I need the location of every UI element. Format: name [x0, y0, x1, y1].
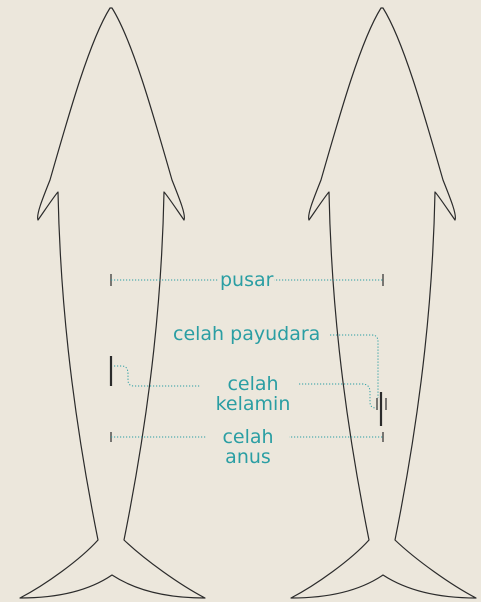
genital-slit-label: celah kelamin: [207, 374, 299, 414]
genital-leader-right: [296, 384, 376, 408]
anal-slit-label-line1: celah: [208, 427, 288, 447]
dolphin-outline-left: [20, 8, 205, 598]
anal-slit-label: celah anus: [207, 427, 289, 467]
genital-leader-left: [114, 366, 200, 386]
navel-label: pusar: [219, 270, 274, 290]
anal-slit-label-line2: anus: [208, 447, 288, 467]
mammary-slit-label: celah payudara: [172, 324, 321, 344]
genital-slit-label-line2: kelamin: [208, 394, 298, 414]
genital-slit-label-line1: celah: [208, 374, 298, 394]
mammary-leader: [330, 335, 378, 398]
dolphin-outline-right: [291, 8, 476, 598]
